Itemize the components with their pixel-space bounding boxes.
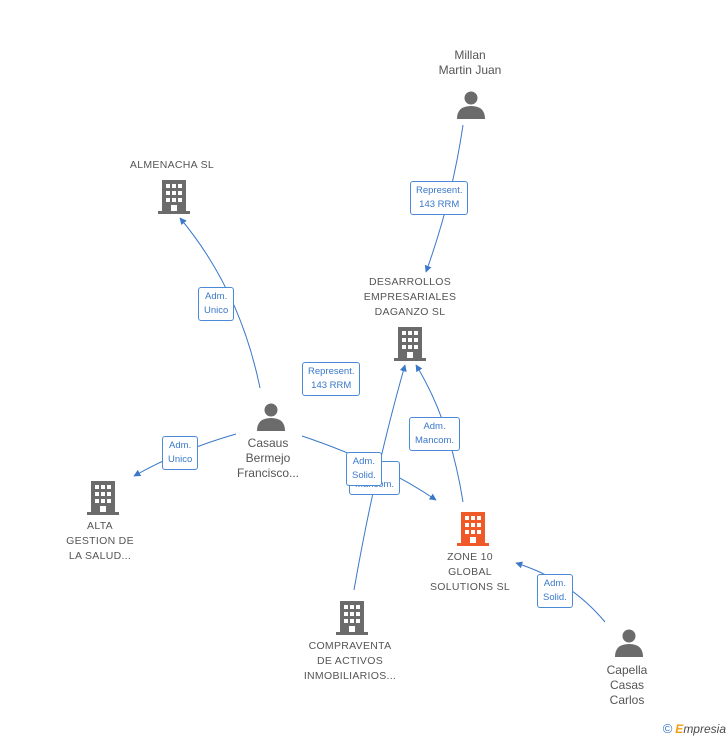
node-label: Millan Martin Juan [438, 48, 502, 77]
building-icon [336, 601, 368, 635]
node-zone10[interactable]: ZONE 10 GLOBAL SOLUTIONS SL [410, 550, 530, 595]
person-icon [257, 403, 285, 431]
brand-logo-text: mpresia [683, 722, 726, 736]
person-icon [615, 629, 643, 657]
copyright-icon: © [662, 721, 673, 736]
node-label: COMPRAVENTA DE ACTIVOS INMOBILIARIOS... [303, 640, 397, 682]
node-label: Casaus Bermejo Francisco... [236, 436, 299, 480]
node-label: DESARROLLOS EMPRESARIALES DAGANZO SL [363, 276, 457, 318]
node-label: Capella Casas Carlos [606, 663, 648, 707]
building-icon [158, 180, 190, 214]
node-compraventa[interactable]: COMPRAVENTA DE ACTIVOS INMOBILIARIOS... [290, 639, 410, 684]
building-icon [87, 481, 119, 515]
edge-label-zone10-desarrollos[interactable]: Adm. Mancom. [409, 417, 461, 451]
building-icon [457, 512, 489, 546]
node-desarrollos[interactable]: DESARROLLOS EMPRESARIALES DAGANZO SL [350, 275, 470, 320]
node-label: ALTA GESTION DE LA SALUD... [66, 520, 134, 562]
person-icon [457, 91, 485, 119]
node-millan[interactable]: Millan Martin Juan [420, 48, 520, 78]
node-label: ALMENACHA SL [129, 159, 215, 171]
brand-footer[interactable]: ©Empresia [663, 721, 726, 736]
edge-label-casaus-zone10[interactable]: Adm. Solid. [346, 452, 382, 486]
node-alta[interactable]: ALTA GESTION DE LA SALUD... [50, 519, 150, 564]
edge-label-capella-zone10[interactable]: Adm. Solid. [537, 574, 573, 608]
node-almenacha[interactable]: ALMENACHA SL [112, 158, 232, 173]
edge-label-casaus-alta[interactable]: Adm. Unico [162, 436, 199, 470]
edge-label-casaus-almenacha[interactable]: Adm. Unico [198, 287, 235, 321]
edge-label-millan-desarrollos[interactable]: Represent. 143 RRM [410, 181, 469, 215]
edge-label-casaus-desarrollos[interactable]: Represent. 143 RRM [302, 362, 361, 396]
brand-logo-initial: E [675, 722, 684, 736]
node-capella[interactable]: Capella Casas Carlos [577, 663, 677, 708]
node-casaus[interactable]: Casaus Bermejo Francisco... [218, 436, 318, 481]
node-label: ZONE 10 GLOBAL SOLUTIONS SL [429, 551, 511, 593]
building-icon [394, 327, 426, 361]
